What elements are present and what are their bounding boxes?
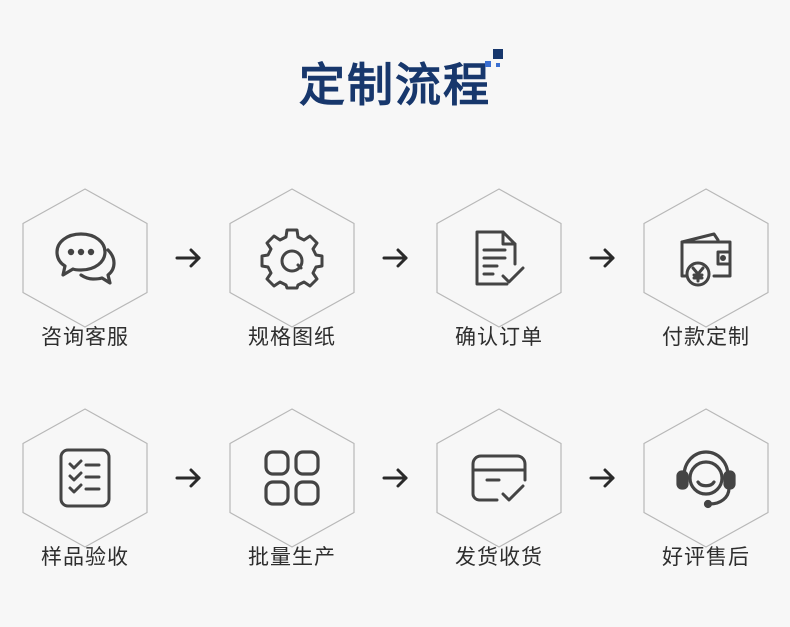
step-sample: 样品验收 <box>15 408 155 598</box>
step-label: 发货收货 <box>455 545 543 569</box>
step-label: 批量生产 <box>248 545 336 569</box>
step-label: 好评售后 <box>662 545 750 569</box>
hexagon-frame <box>229 408 355 548</box>
gear-icon <box>260 228 324 290</box>
step-order: 确认订单 <box>429 188 569 378</box>
page-title: 定制流程 <box>299 49 503 115</box>
arrow-right-icon <box>175 248 201 268</box>
document-check-icon <box>475 230 525 286</box>
step-label: 咨询客服 <box>41 325 129 349</box>
step-label: 样品验收 <box>41 545 129 569</box>
arrow-right-icon <box>382 468 408 488</box>
header: 定制流程 <box>0 49 790 115</box>
hexagon-frame <box>643 188 769 328</box>
checklist-icon <box>59 448 111 508</box>
step-delivery: 发货收货 <box>429 408 569 598</box>
headset-icon <box>676 450 736 509</box>
package-check-icon <box>471 454 527 502</box>
hexagon-frame <box>436 408 562 548</box>
hexagon-frame <box>22 188 148 328</box>
step-payment: 付款定制 <box>636 188 776 378</box>
step-drawing: 规格图纸 <box>222 188 362 378</box>
wallet-yen-icon <box>680 232 732 287</box>
arrow-right-icon <box>382 248 408 268</box>
arrow-right-icon <box>175 468 201 488</box>
page-title-text: 定制流程 <box>299 58 491 112</box>
chat-bubbles-icon <box>55 232 116 285</box>
step-label: 确认订单 <box>455 325 543 349</box>
title-decoration-icon <box>485 49 503 67</box>
arrow-right-icon <box>589 468 615 488</box>
step-production: 批量生产 <box>222 408 362 598</box>
step-label: 规格图纸 <box>248 325 336 349</box>
arrow-right-icon <box>589 248 615 268</box>
step-consult: 咨询客服 <box>15 188 155 378</box>
step-aftersales: 好评售后 <box>636 408 776 598</box>
hexagon-frame <box>643 408 769 548</box>
step-label: 付款定制 <box>662 325 750 349</box>
grid-squares-icon <box>264 450 320 506</box>
hexagon-frame <box>229 188 355 328</box>
